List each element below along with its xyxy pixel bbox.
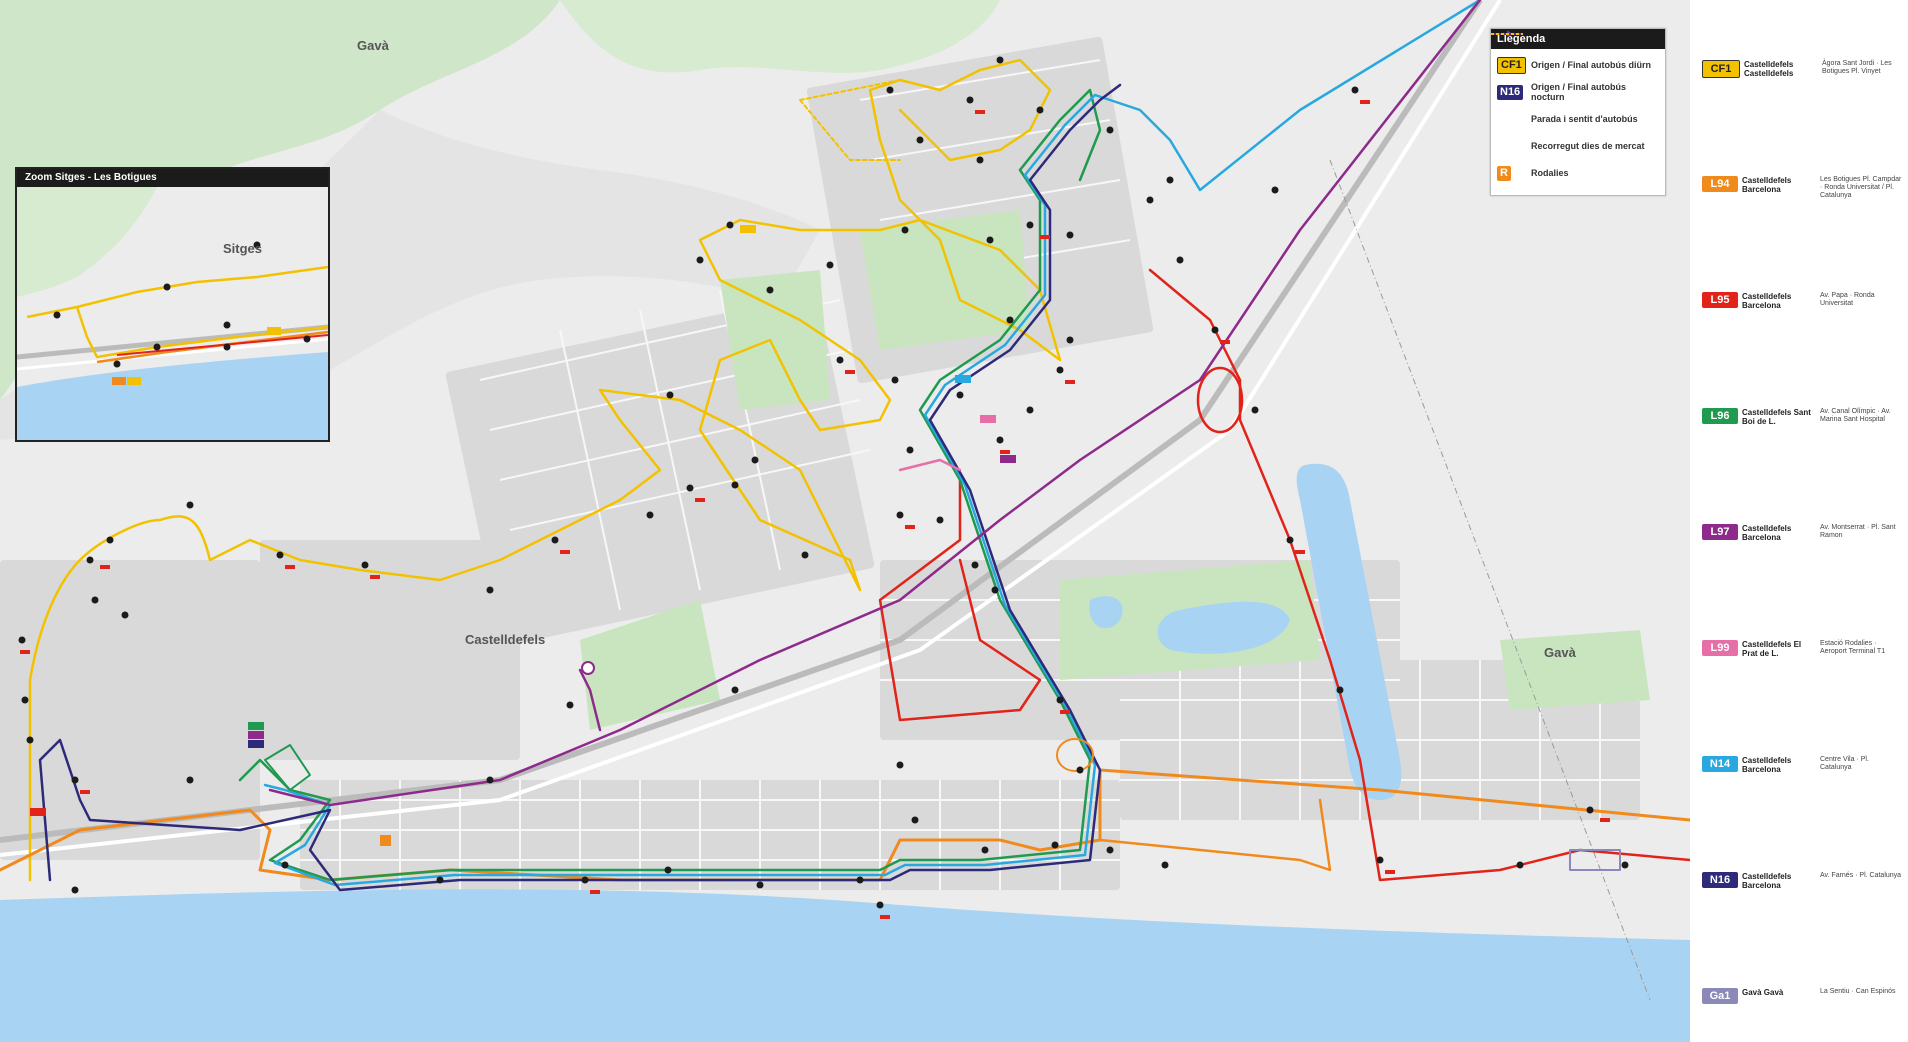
route-cf1-loop [1056,738,1094,772]
inset-place-label: Sitges [223,241,263,256]
route-l94-east [1098,798,1332,872]
line-terminals: Castelldefels El Prat de L. [1742,640,1802,658]
route-n16 [38,83,1122,892]
line-via: Av. Farnés · Pl. Catalunya [1820,872,1902,879]
route-l95-west [878,478,1042,722]
map-canvas [0,0,1690,1042]
line-entry-l97[interactable]: L97 Castelldefels Barcelona Av. Montserr… [1702,524,1902,542]
place-label-gava-north: Gavà [357,38,389,53]
place-label-castelldefels: Castelldefels [465,632,546,647]
park-pond [1089,596,1123,629]
line-via: Àgora Sant Jordi · Les Botigues Pl. Viny… [1822,60,1892,75]
line-terminals: Castelldefels Barcelona [1742,872,1792,890]
line-via: Estació Rodalies · Aeroport Terminal T1 [1820,640,1886,655]
route-l96-loop [264,744,311,791]
route-l97-terminal [581,661,595,675]
line-badge-cf1[interactable]: CF1 [1702,60,1740,78]
line-entry-l96[interactable]: L96 Castelldefels Sant Boi de L. Av. Can… [1702,408,1902,426]
line-entry-cf1[interactable]: CF1 Castelldefels Castelldefels Àgora Sa… [1702,60,1902,78]
line-entry-l99[interactable]: L99 Castelldefels El Prat de L. Estació … [1702,640,1902,658]
hills-area-2 [560,0,1000,73]
line-entry-n16[interactable]: N16 Castelldefels Barcelona Av. Farnés ·… [1702,872,1902,890]
route-l96 [238,88,1102,882]
line-terminals: Castelldefels Barcelona [1742,756,1792,774]
route-l97-branch [578,668,602,732]
line-via: Av. Canal Olímpic · Av. Marina Sant Hosp… [1820,408,1891,423]
line-terminals: Castelldefels Sant Boi de L. [1742,408,1811,426]
lines-panel: CF1 Castelldefels Castelldefels Àgora Sa… [1690,0,1908,1042]
line-entry-ga1[interactable]: Ga1 Gavà Gavà La Sentiu · Can Espinós [1702,988,1902,1004]
line-via: La Sentiu · Can Espinós [1820,988,1896,995]
legend-rodalies-text: Rodalies [1531,168,1569,178]
legend-row-rodalies: R Rodalies [1497,162,1659,184]
legend-day-terminal-text: Origen / Final autobús diürn [1531,60,1652,70]
line-via: Centre Vila · Pl. Catalunya [1820,756,1869,771]
place-label-gava-east: Gavà [1544,645,1576,660]
market-route-icon [1491,33,1523,35]
line-entry-n14[interactable]: N14 Castelldefels Barcelona Centre Vila … [1702,756,1902,774]
hills-area [0,0,560,400]
line-via: Av. Montserrat · Pl. Sant Ramon [1820,524,1896,539]
route-l95 [1148,268,1690,882]
legend-night-terminal-badge: N16 [1497,84,1524,100]
bus-stops [18,56,1629,909]
route-ga1 [1569,849,1621,871]
line-badge-l97[interactable]: L97 [1702,524,1738,540]
line-badge-l95[interactable]: L95 [1702,292,1738,308]
line-badge-l96[interactable]: L96 [1702,408,1738,424]
park-pond-2 [1157,601,1290,654]
line-badge-l99[interactable]: L99 [1702,640,1738,656]
legend-row-night-terminal: N16 Origen / Final autobús nocturn [1497,81,1659,103]
route-n14 [263,0,1482,887]
line-terminals: Castelldefels Barcelona [1742,176,1792,194]
terminal-badges [30,225,1016,846]
lagoon [1296,463,1402,800]
line-terminals: Gavà Gavà [1742,988,1784,997]
bus-network-map[interactable]: Gavà Castelldefels Gavà Zoom Sitges - Le… [0,0,1690,1042]
route-l97 [268,0,1482,807]
line-entry-l94[interactable]: L94 Castelldefels Barcelona Les Botigues… [1702,176,1902,200]
line-badge-l94[interactable]: L94 [1702,176,1738,192]
line-badge-ga1[interactable]: Ga1 [1702,988,1738,1004]
legend-row-market-route: Recorregut dies de mercat [1491,33,1659,157]
line-badge-n16[interactable]: N16 [1702,872,1738,888]
line-entry-l95[interactable]: L95 Castelldefels Barcelona Av. Papa · R… [1702,292,1902,310]
inset-canvas [17,187,328,440]
line-via: Les Botigues Pl. Campdar · Ronda Univers… [1820,176,1902,199]
route-cf1 [28,58,1062,882]
sea [0,889,1690,1042]
line-terminals: Castelldefels Castelldefels [1744,60,1794,78]
route-l99 [898,458,962,472]
route-cf1-market [799,79,901,161]
legend-day-terminal-badge: CF1 [1497,56,1526,74]
motorway [0,0,1502,857]
stop-code-tags [20,100,1610,919]
route-l95-loop [1196,366,1244,434]
legend-market-route-text: Recorregut dies de mercat [1531,141,1645,151]
map-legend: Llegenda CF1 Origen / Final autobús diür… [1490,28,1666,196]
bus-routes [0,0,1690,892]
inset-zoom-sitges[interactable]: Zoom Sitges - Les Botigues Sitges [15,167,330,442]
line-via: Av. Papa · Ronda Universitat [1820,292,1875,307]
rodalies-icon: R [1497,165,1511,181]
railway [0,0,1483,843]
legend-row-stop-direction: Parada i sentit d'autobús [1491,30,1659,130]
legend-row-day-terminal: CF1 Origen / Final autobús diürn [1497,54,1659,76]
inset-title: Zoom Sitges - Les Botigues [17,169,328,187]
line-terminals: Castelldefels Barcelona [1742,292,1792,310]
legend-night-terminal-text: Origen / Final autobús nocturn [1531,82,1627,102]
line-badge-n14[interactable]: N14 [1702,756,1738,772]
legend-stop-direction-text: Parada i sentit d'autobús [1531,114,1638,124]
line-terminals: Castelldefels Barcelona [1742,524,1792,542]
